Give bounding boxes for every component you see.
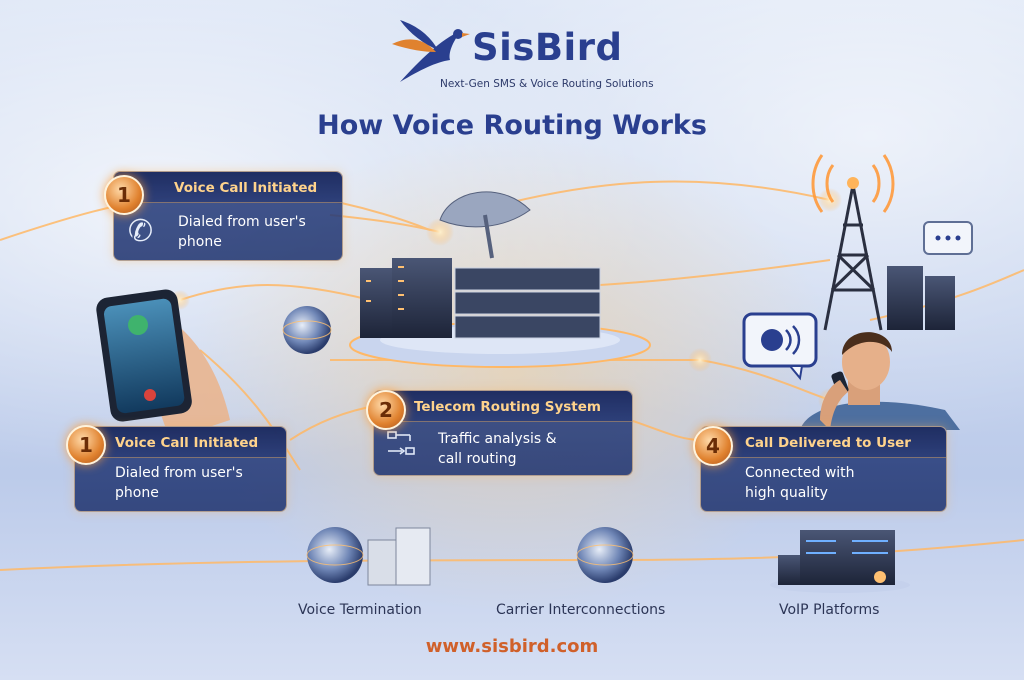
brand-tagline: Next-Gen SMS & Voice Routing Solutions: [440, 78, 654, 90]
step-title: Call Delivered to User: [745, 435, 911, 451]
chat-bubble-icon: [923, 221, 973, 255]
step-description: Dialed from user's phone: [115, 465, 243, 501]
step-description: Dialed from user's phone: [178, 214, 306, 250]
carrier-interconnections-label: Carrier Interconnections: [496, 602, 666, 618]
step-title: Voice Call Initiated: [174, 180, 318, 196]
step-number-badge: 1: [66, 425, 106, 465]
smartphone-illustration: [96, 289, 230, 440]
globe-illustrations: [282, 306, 634, 583]
cell-tower-illustration: [823, 184, 883, 331]
phone-bubble-icon: [742, 312, 818, 381]
step-card-call-initiated-top: Voice Call Initiated ✆ Dialed from user'…: [113, 171, 343, 261]
phone-handset-icon: ✆: [128, 214, 154, 249]
voip-platforms-label: VoIP Platforms: [779, 602, 880, 618]
tower-servers: [887, 266, 955, 330]
step-description: Traffic analysis & call routing: [438, 431, 557, 467]
page-title: How Voice Routing Works: [317, 110, 707, 141]
step-number-badge: 1: [104, 175, 144, 215]
signal-waves: [811, 154, 895, 213]
step-title: Telecom Routing System: [414, 399, 601, 415]
central-server-illustration: [349, 191, 651, 368]
person-on-call-illustration: [800, 332, 960, 430]
voice-termination-label: Voice Termination: [298, 602, 422, 618]
step-card-call-initiated-bottom: Voice Call Initiated Dialed from user's …: [74, 426, 287, 512]
voip-server-racks: [770, 530, 910, 593]
brand-name: SisBird: [472, 26, 623, 69]
voice-termination-server: [367, 527, 431, 586]
routing-flow-icon: [387, 431, 415, 455]
step-card-routing-system: Telecom Routing System Traffic analysis …: [373, 390, 633, 476]
step-number-badge: 2: [366, 390, 406, 430]
step-number-badge: 4: [693, 426, 733, 466]
step-description: Connected with high quality: [745, 465, 855, 501]
step-card-call-delivered: Call Delivered to User Connected with hi…: [700, 426, 947, 512]
website-link[interactable]: www.sisbird.com: [425, 636, 599, 657]
step-title: Voice Call Initiated: [115, 435, 259, 451]
bird-logo-icon: [392, 20, 470, 82]
